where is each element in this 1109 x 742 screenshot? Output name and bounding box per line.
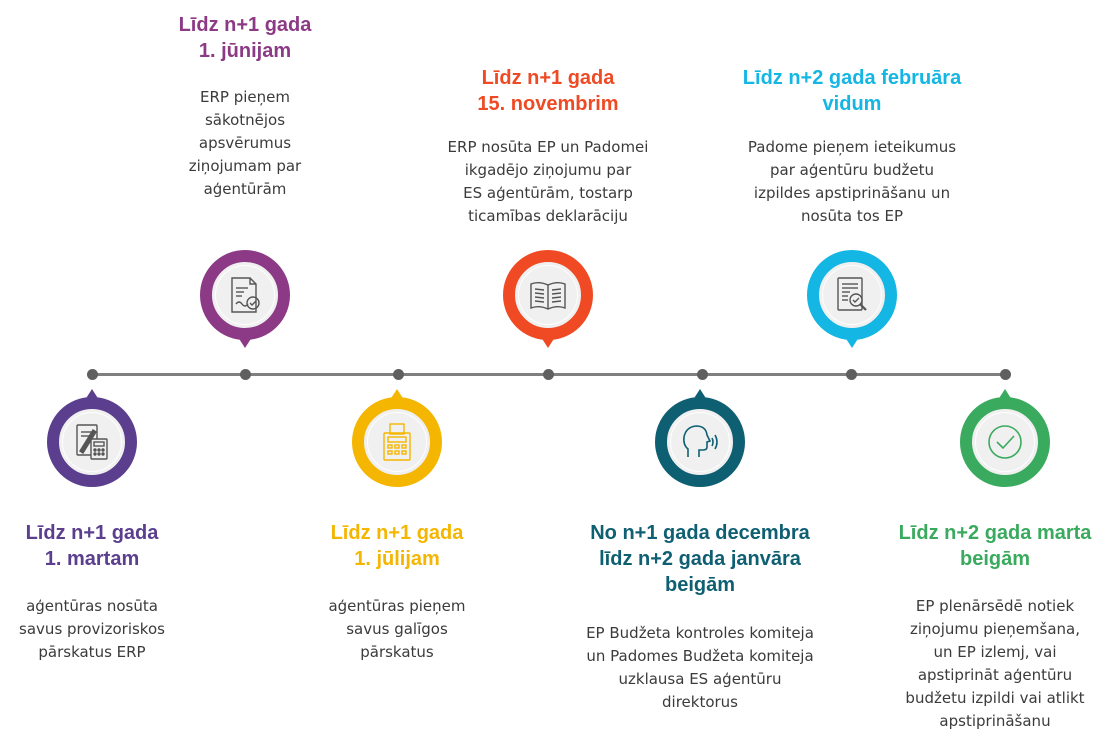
milestone-4-pin — [503, 250, 593, 348]
milestone-6-pin — [807, 250, 897, 348]
timeline-dot — [393, 369, 404, 380]
milestone-2-heading: Līdz n+1 gada 1. jūnijam — [178, 14, 312, 62]
timeline-dot — [240, 369, 251, 380]
document-search-icon — [831, 274, 873, 316]
document-calculator-icon — [71, 421, 113, 463]
document-check-icon — [224, 274, 266, 316]
milestone-7-pin — [960, 389, 1050, 487]
milestone-4-text: ERP nosūta EP un Padomei ikgadējo ziņoju… — [447, 138, 649, 225]
milestone-2-text: ERP pieņem sākotnējos apsvērumus ziņojum… — [188, 88, 302, 198]
milestone-6-text: Padome pieņem ieteikumus par aģentūru bu… — [747, 138, 957, 225]
milestone-4-heading: Līdz n+1 gada 15. novembrim — [477, 67, 619, 115]
speaking-head-icon — [679, 421, 721, 463]
milestone-1-heading: Līdz n+1 gada 1. martam — [25, 522, 159, 570]
milestone-6-heading: Līdz n+2 gada februāra vidum — [742, 67, 962, 115]
milestone-7-text: EP plenārsēdē notiek ziņojumu pieņemšana… — [905, 597, 1085, 730]
milestone-3-heading: Līdz n+1 gada 1. jūlijam — [330, 522, 464, 570]
milestone-7-heading: Līdz n+2 gada marta beigām — [898, 522, 1092, 570]
timeline-dot — [87, 369, 98, 380]
milestone-2-pin — [200, 250, 290, 348]
milestone-1-pin — [47, 389, 137, 487]
timeline-dot — [543, 369, 554, 380]
calculator-printer-icon — [376, 421, 418, 463]
timeline-dot — [1000, 369, 1011, 380]
milestone-5-text: EP Budžeta kontroles komiteja un Padomes… — [586, 624, 814, 711]
timeline-dot — [846, 369, 857, 380]
open-book-icon — [527, 274, 569, 316]
milestone-5-pin — [655, 389, 745, 487]
checkmark-circle-icon — [984, 421, 1026, 463]
milestone-3-text: aģentūras pieņem savus galīgos pārskatus — [328, 597, 466, 661]
timeline-dot — [697, 369, 708, 380]
milestone-5-heading: No n+1 gada decembra līdz n+2 gada janvā… — [590, 522, 810, 596]
milestone-3-pin — [352, 389, 442, 487]
milestone-1-text: aģentūras nosūta savus provizoriskos pār… — [19, 597, 165, 661]
